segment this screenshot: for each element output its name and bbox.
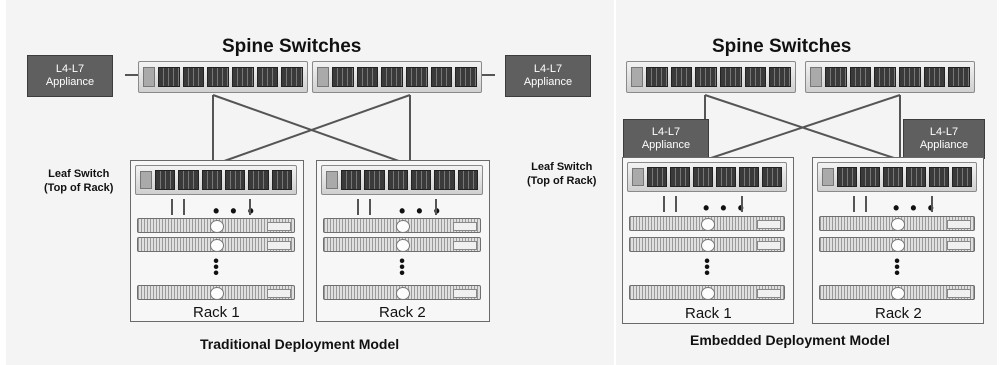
left-leaf-switch-2	[321, 165, 483, 195]
right-rack2-label: Rack 2	[875, 305, 922, 322]
left-caption: Traditional Deployment Model	[200, 336, 400, 352]
right-spine-switch-2	[805, 61, 975, 93]
right-leaf-label: Leaf Switch(Top of Rack)	[527, 161, 597, 187]
right-spine-switch-1	[626, 61, 796, 93]
server	[323, 285, 481, 300]
left-rack-2: • • • ••• Rack 2	[316, 160, 490, 322]
server	[629, 216, 785, 231]
left-rack2-ellipsis: • • •	[399, 201, 443, 221]
server	[819, 216, 975, 231]
right-leaf-switch-2	[817, 162, 977, 192]
left-rack1-vdots: •••	[213, 253, 219, 282]
left-rack1-ellipsis: • • •	[213, 201, 257, 221]
server	[629, 237, 785, 252]
right-rack-2: • • • ••• Rack 2	[812, 157, 984, 324]
left-spine-switch-1	[138, 61, 308, 93]
left-leaf-label: Leaf Switch(Top of Rack)	[44, 168, 114, 194]
server	[323, 237, 481, 252]
server	[137, 237, 295, 252]
right-rack2-ellipsis: • • •	[893, 198, 937, 218]
server	[137, 285, 295, 300]
server	[629, 285, 785, 300]
left-rack2-label: Rack 2	[379, 304, 426, 321]
server	[323, 218, 481, 233]
server	[819, 285, 975, 300]
left-rack-1: • • • ••• Rack 1	[130, 160, 304, 322]
right-rack1-label: Rack 1	[685, 305, 732, 322]
right-title: Spine Switches	[712, 36, 852, 57]
server	[137, 218, 295, 233]
left-rack1-label: Rack 1	[193, 304, 240, 321]
left-spine-switch-2	[312, 61, 482, 93]
right-rack1-vdots: •••	[704, 253, 710, 282]
left-leaf-switch-1	[135, 165, 297, 195]
right-rack-1: • • • ••• Rack 1	[622, 157, 794, 324]
right-rack1-ellipsis: • • •	[703, 198, 747, 218]
link-s2-l1	[212, 94, 411, 166]
right-leaf-switch-1	[627, 162, 787, 192]
left-title: Spine Switches	[222, 36, 362, 57]
link-r-s2-l1	[704, 94, 901, 161]
right-caption: Embedded Deployment Model	[690, 332, 890, 348]
left-rack2-vdots: •••	[399, 253, 405, 282]
right-rack2-vdots: •••	[894, 253, 900, 282]
server	[819, 237, 975, 252]
